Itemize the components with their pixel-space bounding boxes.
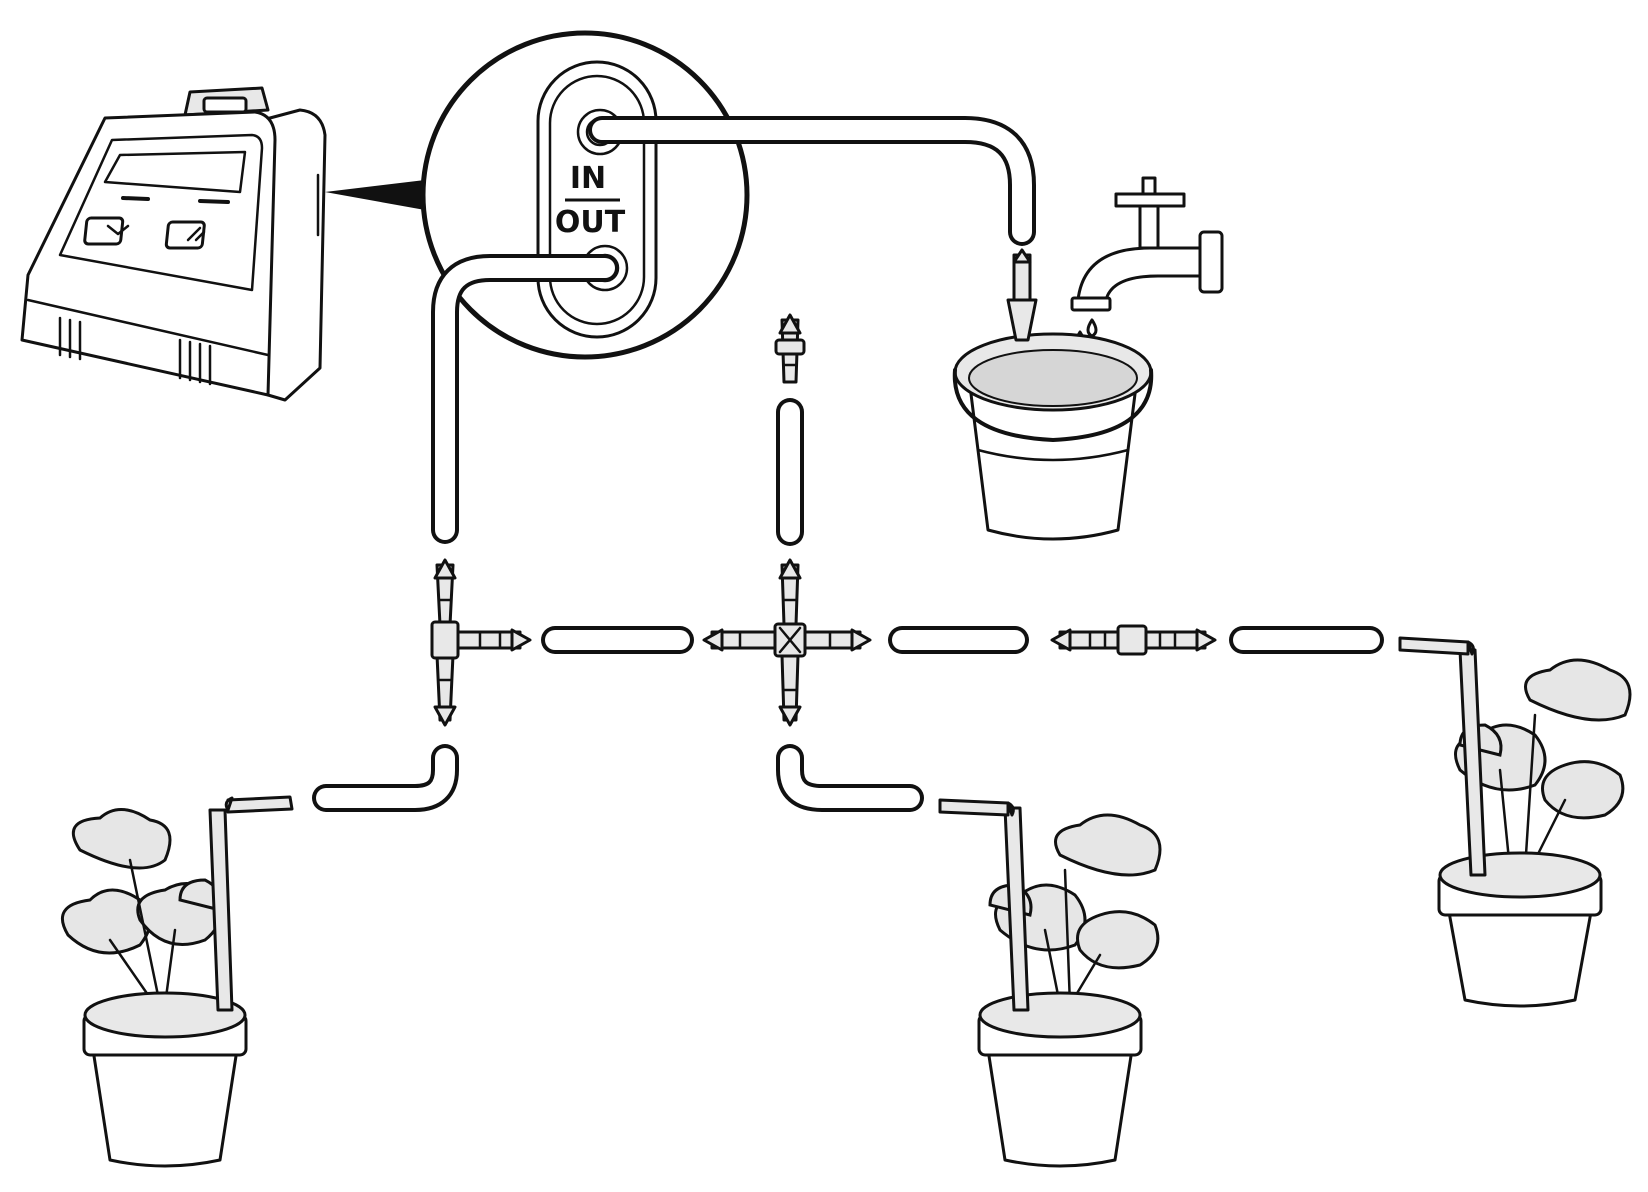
port-callout: IN OUT: [420, 30, 750, 360]
bucket-icon: [952, 248, 1154, 541]
faucet-icon: [1070, 176, 1224, 372]
plant-pot-icon: [61, 795, 294, 1168]
pump-device: [20, 86, 425, 402]
tubing: [312, 116, 1384, 812]
in-port-label: IN: [570, 161, 606, 196]
straight-connector: [1050, 624, 1217, 656]
t-connector: [430, 558, 532, 727]
spare-connector: [774, 313, 806, 384]
out-port-label: OUT: [555, 205, 626, 240]
cross-connector: [702, 558, 872, 727]
plant-pot-icon: [1398, 636, 1632, 1008]
plant-pot-icon: [938, 798, 1162, 1168]
